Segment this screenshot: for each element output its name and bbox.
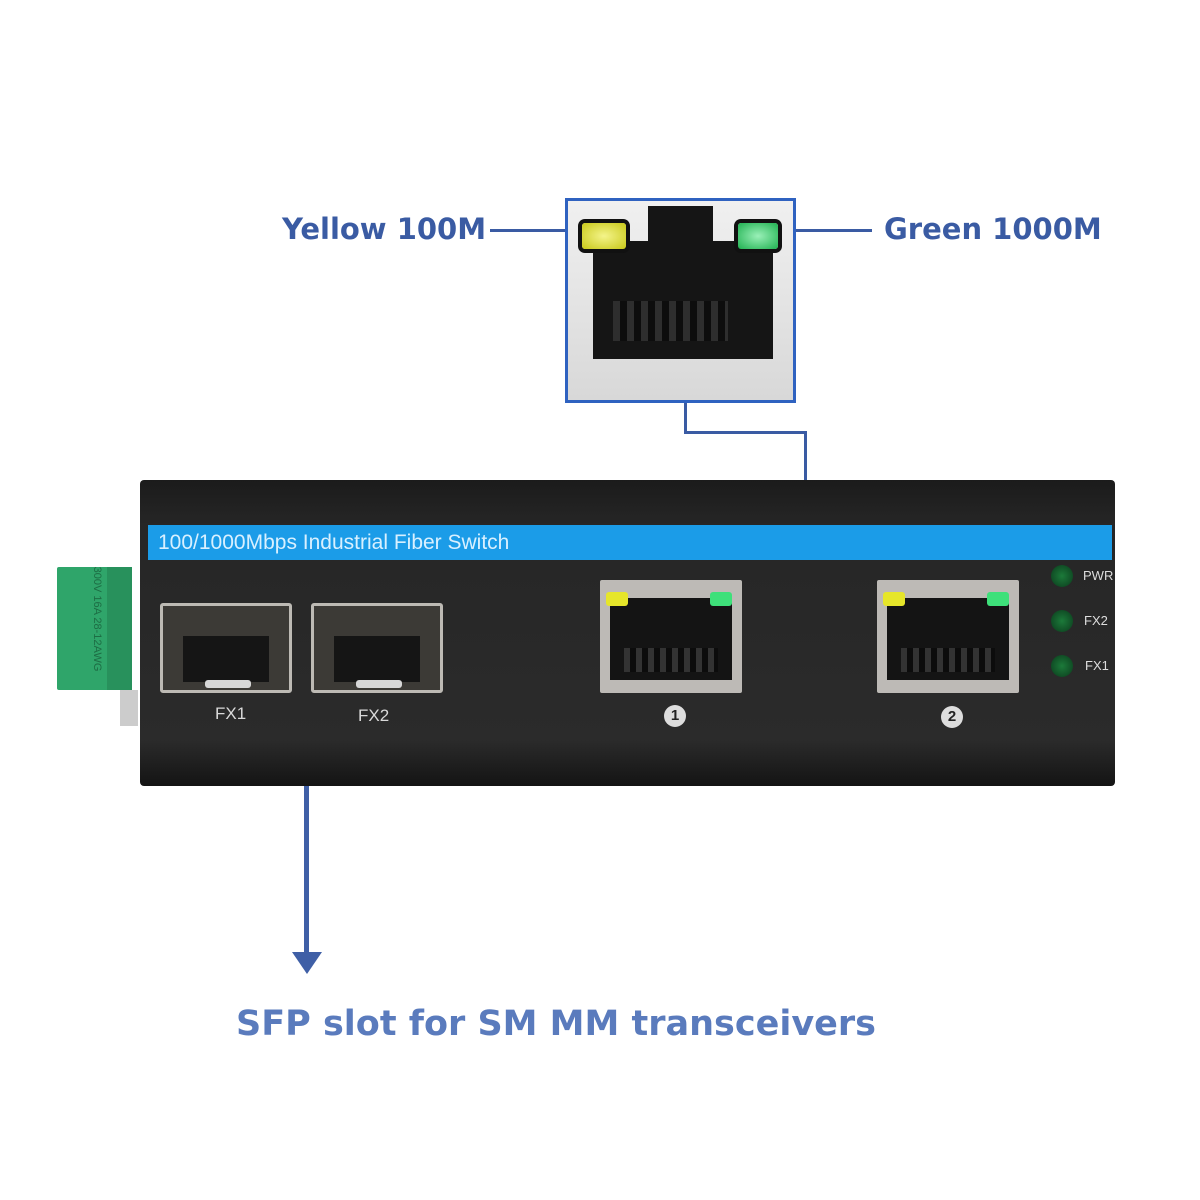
rj45-port-1[interactable]: [600, 580, 742, 693]
rj45-zoom-pins: [613, 301, 728, 341]
model-stripe: 100/1000Mbps Industrial Fiber Switch: [148, 525, 1112, 560]
led-label: PWR: [1083, 568, 1114, 583]
led-label: FX2: [1084, 613, 1108, 628]
rj45-zoom-socket: [593, 241, 773, 359]
green-led-zoom: [738, 223, 778, 249]
connector-line: [684, 403, 687, 433]
green-led: [987, 592, 1009, 606]
rj45-zoom-tab: [648, 206, 713, 246]
din-clip: [120, 690, 138, 726]
led-label: FX1: [1085, 658, 1109, 673]
fx2-led: [1051, 610, 1073, 632]
sfp-cage: [334, 636, 420, 682]
arrow-shaft: [304, 786, 309, 956]
sfp-label: FX1: [215, 704, 247, 723]
yellow-callout-line: [490, 229, 580, 232]
sfp-port-fx2[interactable]: [311, 603, 443, 693]
rj45-port-2[interactable]: [877, 580, 1019, 693]
rj45-pins: [624, 648, 718, 672]
port-number: 1: [664, 705, 686, 727]
connector-line: [804, 431, 807, 480]
yellow-led-callout: Yellow 100M: [282, 212, 487, 246]
sfp-port-fx1[interactable]: [160, 603, 292, 693]
sfp-latch: [205, 680, 251, 688]
terminal-side: [107, 567, 132, 690]
green-callout-line: [780, 229, 872, 232]
arrow-down-icon: [292, 952, 322, 974]
yellow-led: [883, 592, 905, 606]
sfp-label: FX2: [358, 706, 390, 725]
fx1-led: [1051, 655, 1073, 677]
pwr-led: [1051, 565, 1073, 587]
green-led: [710, 592, 732, 606]
terminal-block-rating: 300V 16A 28-12AWG: [91, 566, 103, 672]
rj45-zoom-inset: [565, 198, 796, 403]
yellow-led: [606, 592, 628, 606]
connector-line: [684, 431, 807, 434]
yellow-led-zoom: [582, 223, 626, 249]
sfp-latch: [356, 680, 402, 688]
green-led-callout: Green 1000M: [884, 212, 1102, 246]
power-terminal-block: 300V 16A 28-12AWG: [57, 567, 132, 690]
port-number: 2: [941, 706, 963, 728]
sfp-cage: [183, 636, 269, 682]
rj45-socket: [887, 598, 1009, 680]
model-name: 100/1000Mbps Industrial Fiber Switch: [158, 531, 510, 554]
rj45-socket: [610, 598, 732, 680]
rj45-pins: [901, 648, 995, 672]
sfp-slot-callout: SFP slot for SM MM transceivers: [236, 1004, 877, 1044]
